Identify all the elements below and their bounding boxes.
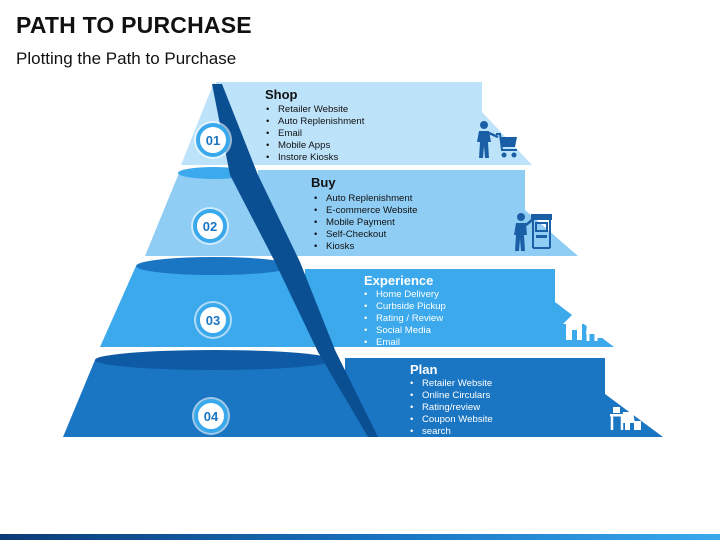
tier-2-item: Self-Checkout bbox=[314, 229, 418, 241]
page-title: PATH TO PURCHASE bbox=[16, 12, 252, 38]
tier-1-item: Retailer Website bbox=[266, 104, 364, 116]
tier-4-item: Coupon Website bbox=[410, 414, 493, 426]
shopping-cart-person-icon bbox=[477, 121, 517, 158]
tier-4-item: search bbox=[410, 426, 493, 438]
tier-2-item: Kiosks bbox=[314, 241, 418, 253]
tier-3-item: Social Media bbox=[364, 325, 446, 337]
pyramid-ramp bbox=[212, 84, 378, 437]
tier-4-item: Rating/review bbox=[410, 402, 493, 414]
home-delivery-icon bbox=[563, 313, 603, 341]
tier-2-item: Auto Replenishment bbox=[314, 193, 418, 205]
tier-4-item: Retailer Website bbox=[410, 378, 493, 390]
tier-3-item: Email bbox=[364, 337, 446, 349]
tier-3-list: Home Delivery Curbside Pickup Rating / R… bbox=[364, 289, 446, 349]
tier-3-item: Rating / Review bbox=[364, 313, 446, 325]
tier-3-item: Home Delivery bbox=[364, 289, 446, 301]
tier-1-item: Email bbox=[266, 128, 364, 140]
tier-4-cone bbox=[63, 360, 370, 437]
page-subtitle: Plotting the Path to Purchase bbox=[16, 49, 237, 68]
store-shopper-icon bbox=[514, 213, 552, 251]
tier-1-item: Auto Replenishment bbox=[266, 116, 364, 128]
tier-3-number-badge: 03 bbox=[196, 303, 230, 337]
tier-1-number-badge: 01 bbox=[196, 123, 230, 157]
person-at-desk-icon bbox=[610, 402, 641, 430]
tier-1-list: Retailer Website Auto Replenishment Emai… bbox=[266, 104, 364, 164]
tier-1-item: Instore Kiosks bbox=[266, 152, 364, 164]
tier-2-item: E-commerce Website bbox=[314, 205, 418, 217]
tier-3-title: Experience bbox=[364, 273, 434, 288]
bottom-accent-bar bbox=[0, 534, 720, 540]
tier-3-cone-top bbox=[136, 257, 292, 275]
tier-2-number-badge: 02 bbox=[193, 209, 227, 243]
tier-1-item: Mobile Apps bbox=[266, 140, 364, 152]
tier-2-list: Auto Replenishment E-commerce Website Mo… bbox=[314, 193, 418, 253]
tier-4-list: Retailer Website Online Circulars Rating… bbox=[410, 378, 493, 438]
tier-4-item: Online Circulars bbox=[410, 390, 493, 402]
tier-2-title: Buy bbox=[311, 175, 336, 190]
tier-4-title: Plan bbox=[410, 362, 438, 377]
tier-2-item: Mobile Payment bbox=[314, 217, 418, 229]
tier-4-cone-top bbox=[95, 350, 333, 370]
tier-3-item: Curbside Pickup bbox=[364, 301, 446, 313]
tier-4-number-badge: 04 bbox=[194, 399, 228, 433]
tier-1-title: Shop bbox=[265, 87, 298, 102]
